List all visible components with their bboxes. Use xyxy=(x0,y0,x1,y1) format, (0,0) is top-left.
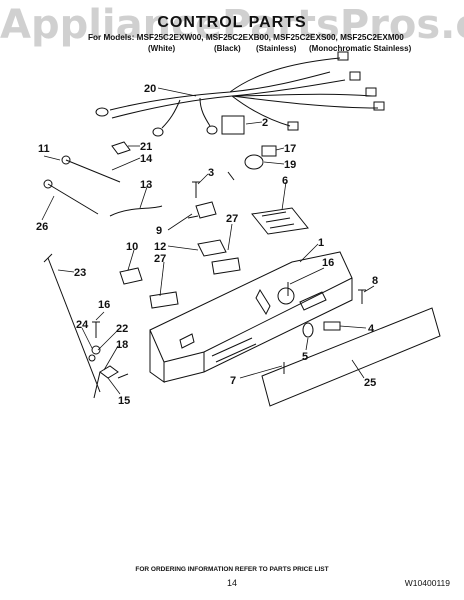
part-12-switch xyxy=(197,239,227,257)
part-3-screw xyxy=(192,181,200,198)
callout-1: 1 xyxy=(318,237,324,249)
wire-harness xyxy=(95,51,385,137)
callout-27-lower: 27 xyxy=(154,253,166,265)
callout-13: 13 xyxy=(140,179,152,191)
callout-10: 10 xyxy=(126,241,138,253)
page-title: CONTROL PARTS xyxy=(157,14,307,31)
part-19-bulb xyxy=(244,154,264,170)
part-5-lamp xyxy=(302,322,314,338)
callout-16-right: 16 xyxy=(322,257,334,269)
part-23-rod xyxy=(47,257,101,393)
callout-19: 19 xyxy=(284,159,296,171)
part-26-rod xyxy=(47,183,99,215)
part-17-socket xyxy=(261,145,277,157)
callout-9: 9 xyxy=(156,225,162,237)
part-14-rod xyxy=(65,159,121,183)
variant-stainless: (Stainless) xyxy=(256,44,297,53)
callout-22: 22 xyxy=(116,323,128,335)
part-2-bracket xyxy=(221,115,245,135)
part-15-hinge xyxy=(99,365,119,379)
part-4-thermistor xyxy=(323,321,341,331)
callout-11: 11 xyxy=(38,143,50,155)
variant-white: (White) xyxy=(148,44,176,53)
callout-2: 2 xyxy=(262,117,268,129)
callout-4: 4 xyxy=(368,323,375,335)
variant-monochromatic: (Monochromatic Stainless) xyxy=(309,44,412,53)
page-number: 14 xyxy=(226,578,237,588)
callout-6: 6 xyxy=(282,175,288,187)
part-21-clip xyxy=(111,141,131,155)
ordering-note: FOR ORDERING INFORMATION REFER TO PARTS … xyxy=(135,566,329,573)
variant-black: (Black) xyxy=(214,44,241,53)
callout-20: 20 xyxy=(144,83,156,95)
callout-23: 23 xyxy=(74,267,86,279)
callout-26: 26 xyxy=(36,221,48,233)
callout-12: 12 xyxy=(154,241,166,253)
callout-15: 15 xyxy=(118,395,130,407)
part-27-label-lower xyxy=(149,291,179,309)
callout-24: 24 xyxy=(76,319,89,331)
callout-17: 17 xyxy=(284,143,296,155)
part-9-switch xyxy=(195,201,217,219)
callout-14: 14 xyxy=(140,153,153,165)
callout-5: 5 xyxy=(302,351,308,363)
document-id: W10400119 xyxy=(404,578,450,588)
part-13-tube xyxy=(109,205,163,217)
callout-27-upper: 27 xyxy=(226,213,238,225)
part-25-cover-panel xyxy=(261,307,441,407)
watermark: AppliancePartsPros.com xyxy=(0,2,464,48)
part-10-bracket xyxy=(119,267,143,285)
callout-25: 25 xyxy=(364,377,376,389)
callout-8: 8 xyxy=(372,275,378,287)
callout-7: 7 xyxy=(230,375,236,387)
part-16-screw-left xyxy=(92,321,100,338)
callout-3: 3 xyxy=(208,167,214,179)
part-22-washer xyxy=(91,345,101,355)
part-1-control-housing xyxy=(149,251,353,383)
model-list: For Models: MSF25C2EXW00, MSF25C2EXB00, … xyxy=(88,33,404,42)
part-27-label-upper xyxy=(211,257,241,275)
part-6-control-board xyxy=(251,207,309,235)
callout-21: 21 xyxy=(140,141,152,153)
callout-18: 18 xyxy=(116,339,128,351)
callout-16-left: 16 xyxy=(98,299,110,311)
part-8-screw xyxy=(358,289,366,304)
